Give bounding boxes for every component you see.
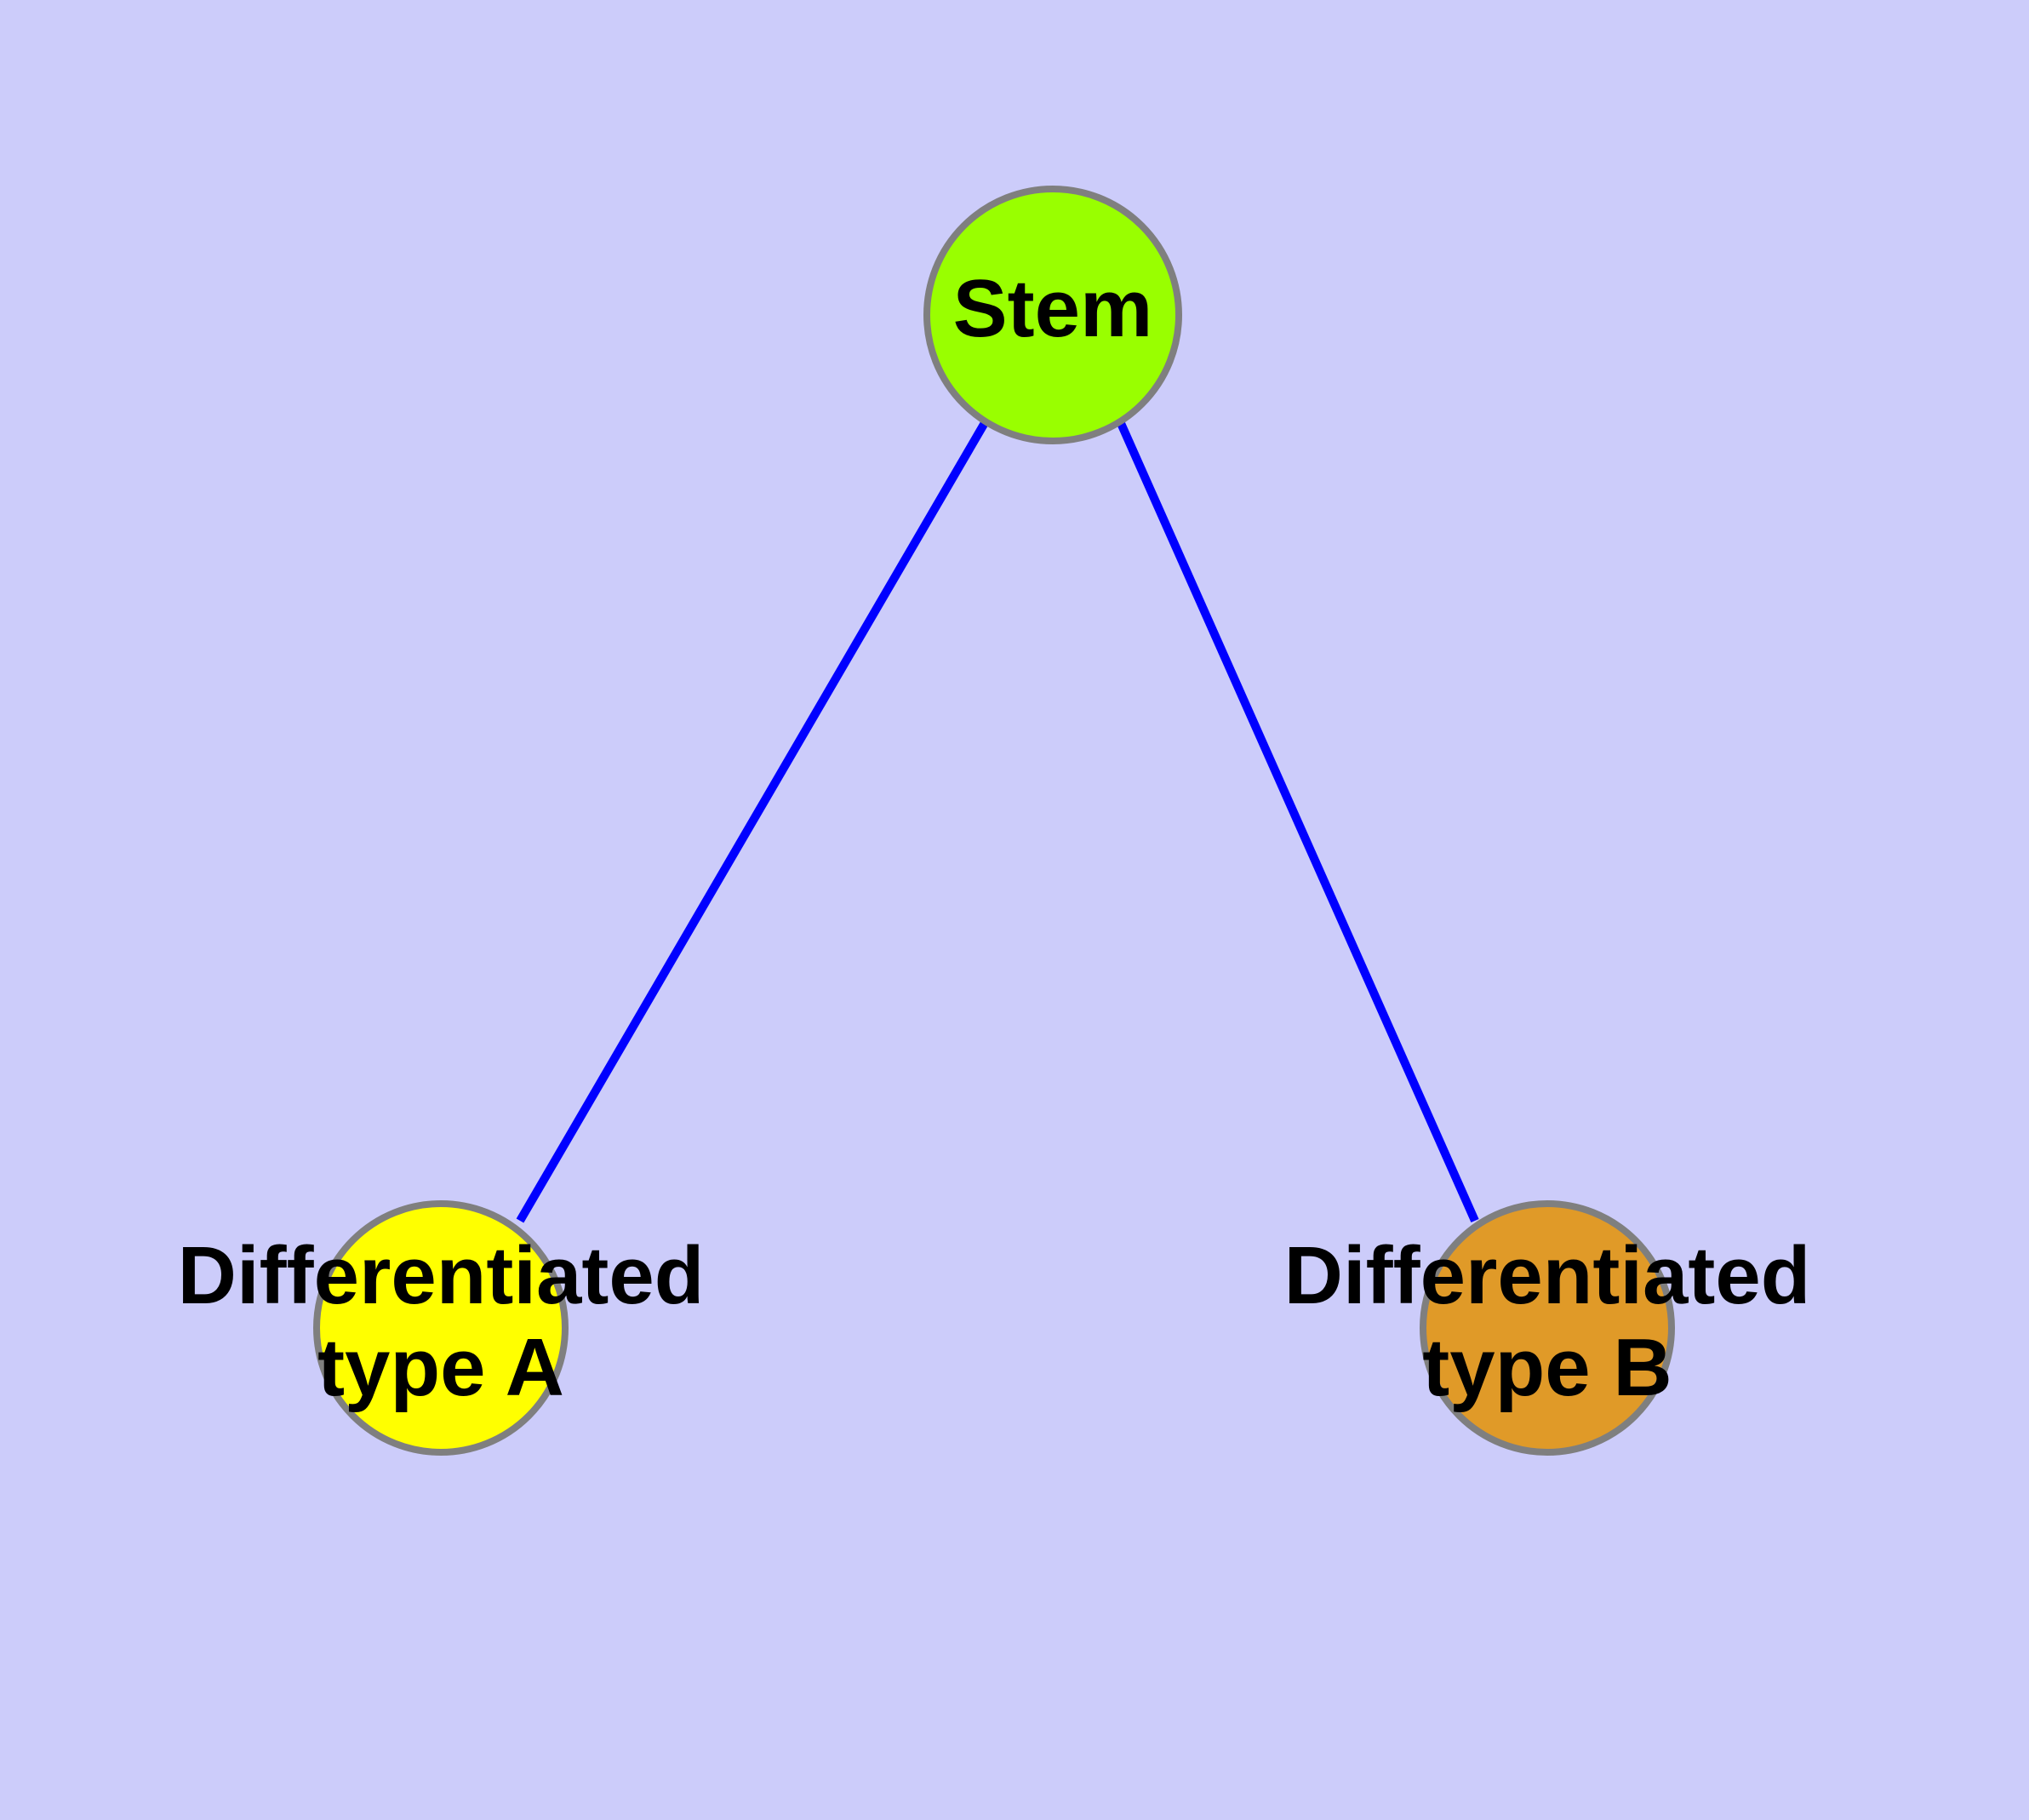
node-label-line: Stem [953,263,1153,354]
node-label-line: type B [1422,1322,1672,1413]
edge-stem-to-diff-a[interactable] [516,419,990,1223]
node-diff-b[interactable] [1420,1200,1675,1456]
edges-group [516,419,1479,1223]
node-stem[interactable] [923,186,1182,444]
edge-stem-to-diff-b[interactable] [1116,419,1479,1223]
nodes-group [313,186,1675,1456]
node-label-line: type A [317,1322,564,1413]
node-label-stem: Stem [953,263,1153,354]
node-diff-a[interactable] [313,1200,569,1456]
node-label-line: Differentiated [178,1231,705,1322]
node-label-line: Differentiated [1284,1231,1811,1322]
